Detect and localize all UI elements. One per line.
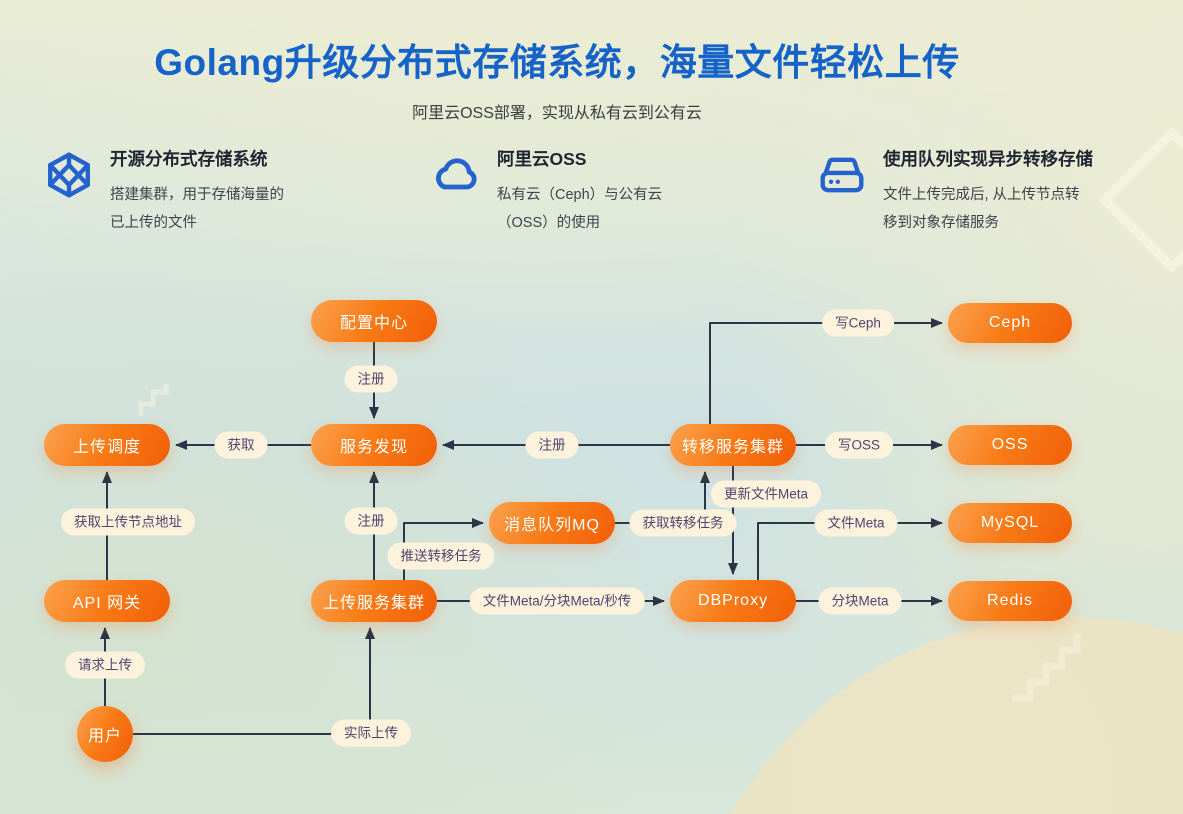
cloud-icon [436,158,477,190]
server-icon [820,157,864,193]
edge-label-get-transfer-task: 获取转移任务 [629,509,737,537]
node-api-gateway: API 网关 [44,580,170,622]
edge-label-file-meta: 文件Meta [814,509,898,537]
edge-label-register: 注册 [525,431,579,459]
feature-title: 阿里云OSS [497,149,587,169]
node-oss: OSS [948,425,1072,465]
edge-label-update-file-meta: 更新文件Meta [710,480,822,508]
node-upload-cluster: 上传服务集群 [311,580,437,622]
edge-label-push-transfer-task: 推送转移任务 [387,542,495,570]
node-ceph: Ceph [948,303,1072,343]
feature-title: 开源分布式存储系统 [110,149,268,169]
node-dbproxy: DBProxy [670,580,796,622]
background-circle-decoration [683,617,1183,814]
edge-label-write-oss: 写OSS [824,431,894,459]
node-redis: Redis [948,581,1072,621]
node-mysql: MySQL [948,503,1072,543]
feature-desc: 私有云（Ceph）与公有云（OSS）的使用 [497,187,663,231]
node-user: 用户 [77,706,133,762]
edge-label-register: 注册 [344,507,398,535]
cube-icon [48,152,90,198]
edge-label-register: 注册 [344,365,398,393]
diamond-outline-decoration [1098,126,1183,274]
node-message-queue: 消息队列MQ [489,502,615,544]
edge-label-file-chunk-meta: 文件Meta/分块Meta/秒传 [469,587,645,615]
node-upload-scheduler: 上传调度 [44,424,170,466]
header: Golang升级分布式存储系统，海量文件轻松上传 阿里云OSS部署，实现从私有云… [0,0,1114,123]
node-transfer-cluster: 转移服务集群 [670,424,796,466]
edge-label-fetch: 获取 [214,431,268,459]
feature-desc: 文件上传完成后, 从上传节点转移到对象存储服务 [883,187,1080,231]
node-service-discovery: 服务发现 [311,424,437,466]
feature-desc: 搭建集群，用于存储海量的已上传的文件 [110,187,284,231]
page-subtitle: 阿里云OSS部署，实现从私有云到公有云 [412,105,702,122]
page-title: Golang升级分布式存储系统，海量文件轻松上传 [154,42,960,83]
feature-title: 使用队列实现异步转移存储 [883,149,1093,169]
edge-label-request-upload: 请求上传 [65,651,145,679]
node-config-center: 配置中心 [311,300,437,342]
edge-label-actual-upload: 实际上传 [331,719,411,747]
feature-aliyun-oss: 阿里云OSS 私有云（Ceph）与公有云（OSS）的使用 [432,144,683,237]
edge-label-write-ceph: 写Ceph [822,309,894,337]
edge-label-chunk-meta: 分块Meta [818,587,902,615]
feature-distributed-storage: 开源分布式存储系统 搭建集群，用于存储海量的已上传的文件 [45,144,294,237]
edge-label-get-upload-node: 获取上传节点地址 [61,508,195,536]
feature-async-transfer: 使用队列实现异步转移存储 文件上传完成后, 从上传节点转移到对象存储服务 [818,144,1093,237]
